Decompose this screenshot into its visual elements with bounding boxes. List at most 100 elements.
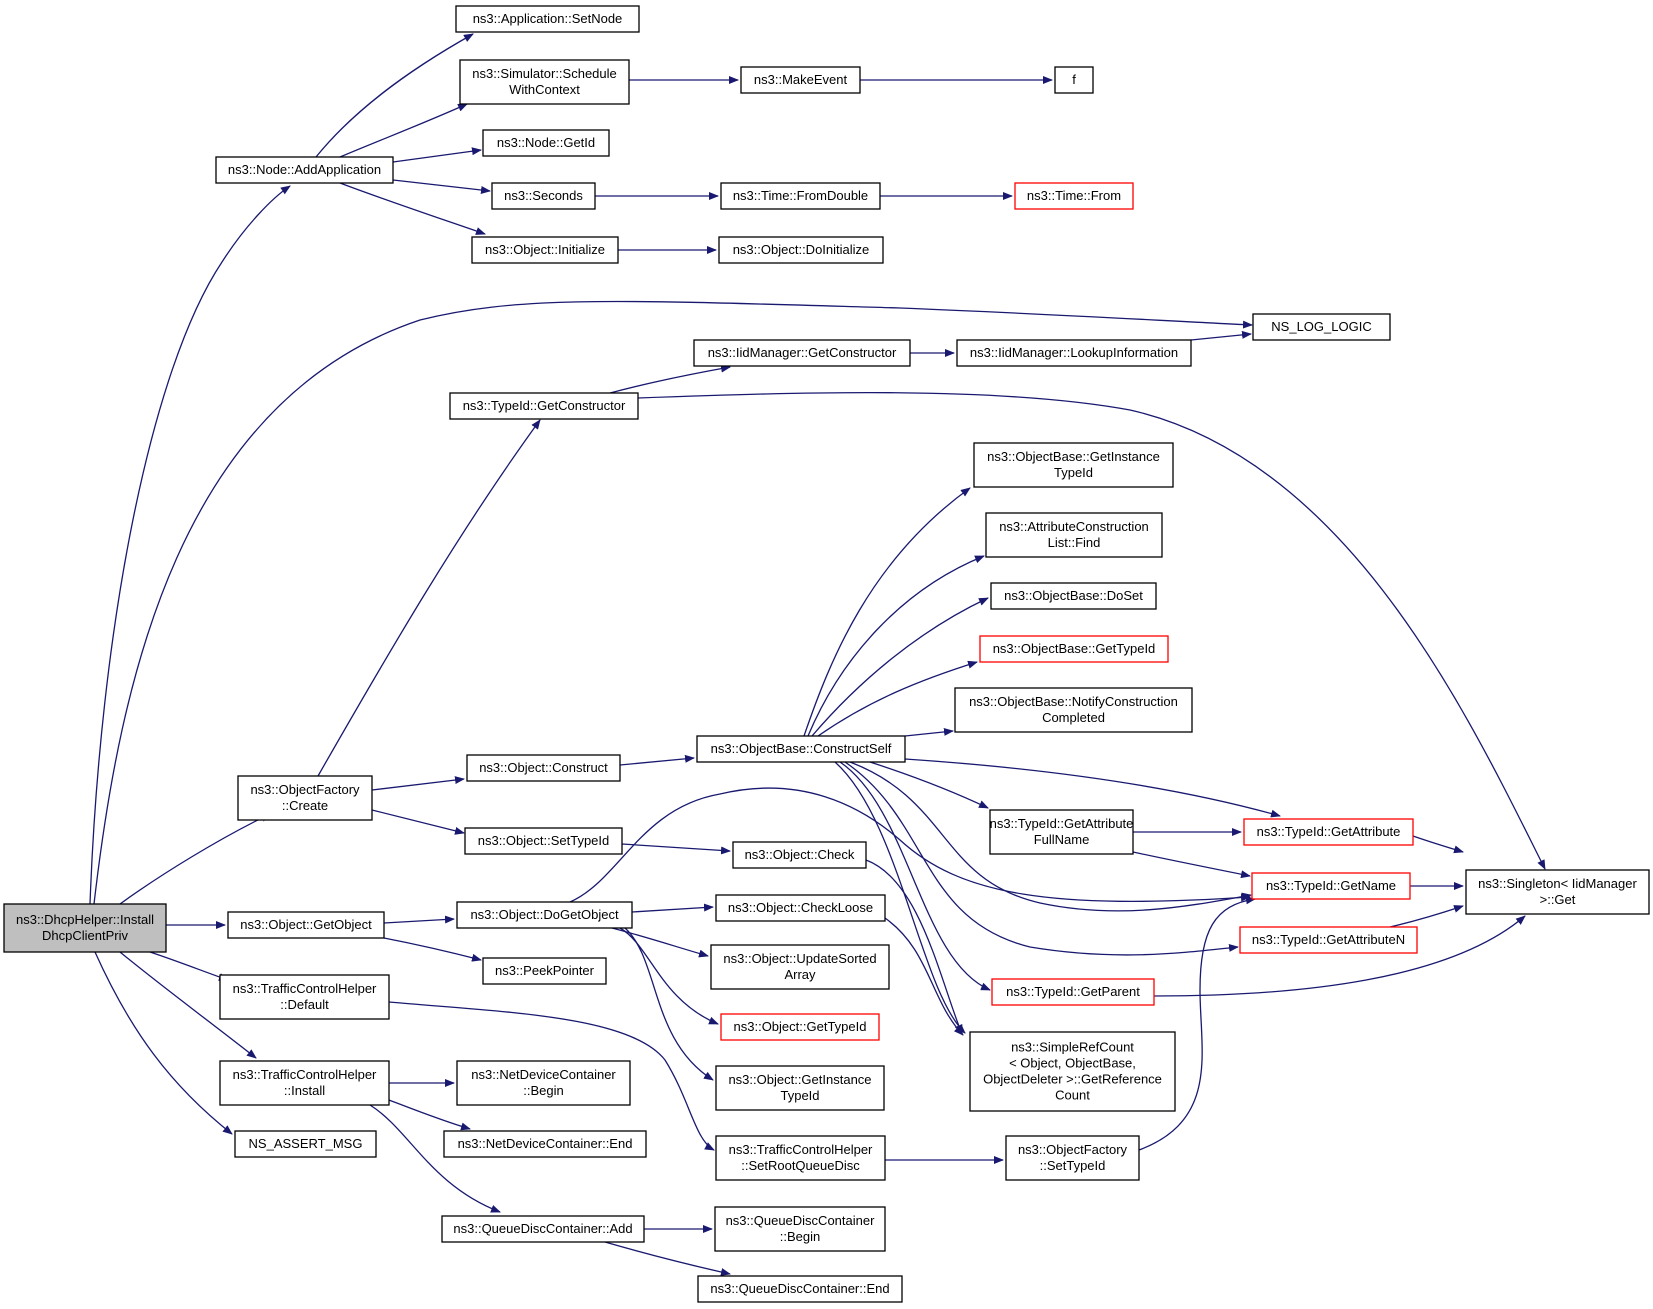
- node-label-line: ns3::TypeId::GetAttribute: [1257, 824, 1401, 839]
- edge-layer: [89, 33, 1546, 1276]
- node-notify[interactable]: ns3::ObjectBase::NotifyConstructionCompl…: [954, 687, 1193, 733]
- node-setnode[interactable]: ns3::Application::SetNode: [455, 5, 640, 33]
- node-dogetobject[interactable]: ns3::Object::DoGetObject: [456, 901, 633, 929]
- node-label-line: ns3::QueueDiscContainer: [726, 1213, 876, 1228]
- node-label-line: ::Begin: [523, 1083, 563, 1098]
- node-check[interactable]: ns3::Object::Check: [732, 841, 867, 869]
- node-iidgetctor[interactable]: ns3::IidManager::GetConstructor: [693, 339, 911, 367]
- node-typeidgetctor[interactable]: ns3::TypeId::GetConstructor: [449, 392, 639, 420]
- node-getparent[interactable]: ns3::TypeId::GetParent: [991, 978, 1155, 1006]
- edge-constructself-to-attrfullname: [869, 761, 989, 809]
- node-label-line: ns3::MakeEvent: [754, 72, 848, 87]
- node-qdcbegin[interactable]: ns3::QueueDiscContainer::Begin: [714, 1206, 886, 1252]
- node-qdcadd[interactable]: ns3::QueueDiscContainer::Add: [441, 1215, 645, 1243]
- node-box: [466, 754, 621, 782]
- node-label-line: ::Create: [282, 798, 328, 813]
- node-ndcbegin[interactable]: ns3::NetDeviceContainer::Begin: [456, 1060, 631, 1106]
- node-label-line: Completed: [1042, 710, 1105, 725]
- node-box: [482, 129, 610, 157]
- node-ofsettypeid[interactable]: ns3::ObjectFactory::SetTypeId: [1005, 1135, 1140, 1181]
- node-peekpointer[interactable]: ns3::PeekPointer: [482, 957, 607, 985]
- node-label-line: DhcpClientPriv: [42, 928, 128, 943]
- node-obgettypeid[interactable]: ns3::ObjectBase::GetTypeId: [979, 635, 1169, 663]
- edge-constructself-to-simplerefcount: [834, 761, 966, 1034]
- node-simplerefcount[interactable]: ns3::SimpleRefCount< Object, ObjectBase,…: [969, 1031, 1176, 1112]
- node-label-line: Count: [1055, 1088, 1090, 1103]
- node-label-line: ns3::ObjectBase::NotifyConstruction: [969, 694, 1178, 709]
- node-doinitialize[interactable]: ns3::Object::DoInitialize: [718, 236, 884, 264]
- edge-qdcadd-to-qdcend: [604, 1241, 731, 1276]
- node-getid[interactable]: ns3::Node::GetId: [482, 129, 610, 157]
- node-tchdefault[interactable]: ns3::TrafficControlHelper::Default: [219, 974, 390, 1020]
- node-factorycreate[interactable]: ns3::ObjectFactory::Create: [237, 775, 373, 821]
- node-label-line: ns3::TypeId::GetParent: [1006, 984, 1140, 999]
- node-label-line: ns3::QueueDiscContainer::End: [710, 1281, 889, 1296]
- node-label-line: ns3::Object::Check: [745, 847, 855, 862]
- edge-dogetobject-to-getname: [569, 787, 1251, 903]
- node-box: [234, 1130, 377, 1158]
- node-box: [219, 1060, 390, 1106]
- node-addapp[interactable]: ns3::Node::AddApplication: [215, 156, 394, 184]
- node-singleton[interactable]: ns3::Singleton< IidManager>::Get: [1465, 869, 1650, 915]
- node-makeevent[interactable]: ns3::MakeEvent: [740, 66, 861, 94]
- node-nsassert[interactable]: NS_ASSERT_MSG: [234, 1130, 377, 1158]
- node-qdcend[interactable]: ns3::QueueDiscContainer::End: [697, 1275, 903, 1303]
- node-label-line: TypeId: [780, 1088, 819, 1103]
- node-nslog[interactable]: NS_LOG_LOGIC: [1252, 313, 1391, 341]
- node-label-line: f: [1072, 72, 1076, 87]
- node-getname[interactable]: ns3::TypeId::GetName: [1251, 872, 1411, 900]
- edge-getattribute-to-singleton: [1412, 835, 1464, 854]
- node-box: [732, 841, 867, 869]
- node-initialize[interactable]: ns3::Object::Initialize: [471, 236, 619, 264]
- node-getobject[interactable]: ns3::Object::GetObject: [227, 911, 385, 939]
- node-checkloose[interactable]: ns3::Object::CheckLoose: [715, 894, 886, 922]
- node-label-line: ns3::PeekPointer: [495, 963, 595, 978]
- node-label-line: FullName: [1034, 832, 1090, 847]
- node-constructself[interactable]: ns3::ObjectBase::ConstructSelf: [696, 735, 906, 763]
- node-box: [237, 775, 373, 821]
- node-fromdouble[interactable]: ns3::Time::FromDouble: [720, 182, 881, 210]
- edge-constructself-to-attrfind: [807, 555, 985, 737]
- node-label-line: ns3::Singleton< IidManager: [1478, 876, 1637, 891]
- node-box: [1243, 818, 1414, 846]
- node-ndcend[interactable]: ns3::NetDeviceContainer::End: [443, 1130, 647, 1158]
- edge-root-to-nsassert: [94, 951, 233, 1135]
- node-label-line: ns3::SimpleRefCount: [1011, 1040, 1134, 1055]
- node-setrootqd[interactable]: ns3::TrafficControlHelper::SetRootQueueD…: [715, 1135, 886, 1181]
- edge-settypeid-to-check: [621, 843, 731, 855]
- node-label-line: ::SetTypeId: [1040, 1158, 1106, 1173]
- edge-constructself-to-getattribute: [904, 758, 1281, 818]
- node-tchinstall[interactable]: ns3::TrafficControlHelper::Install: [219, 1060, 390, 1106]
- edge-addapp-to-initialize: [339, 182, 486, 235]
- node-construct[interactable]: ns3::Object::Construct: [466, 754, 621, 782]
- node-f[interactable]: f: [1054, 66, 1094, 94]
- node-label-line: ns3::Simulator::Schedule: [472, 66, 617, 81]
- edge-check-to-simplerefcount: [865, 859, 963, 1035]
- node-lookup[interactable]: ns3::IidManager::LookupInformation: [956, 339, 1192, 367]
- node-label-line: ns3::ObjectBase::DoSet: [1004, 588, 1143, 603]
- node-objgettypeid[interactable]: ns3::Object::GetTypeId: [720, 1013, 880, 1041]
- node-getattribute[interactable]: ns3::TypeId::GetAttribute: [1243, 818, 1414, 846]
- node-box: [1252, 313, 1391, 341]
- edge-factorycreate-to-settypeid: [371, 809, 465, 835]
- node-label-line: ns3::ObjectBase::GetInstance: [987, 449, 1160, 464]
- node-box: [696, 735, 906, 763]
- node-settypeid[interactable]: ns3::Object::SetTypeId: [464, 827, 623, 855]
- node-label-line: ns3::Time::From: [1027, 188, 1121, 203]
- node-timefrom[interactable]: ns3::Time::From: [1014, 182, 1134, 210]
- node-seconds[interactable]: ns3::Seconds: [491, 182, 596, 210]
- node-getattributen[interactable]: ns3::TypeId::GetAttributeN: [1239, 926, 1418, 954]
- edge-constructself-to-getparent: [839, 761, 991, 991]
- edge-lookup-to-nslog: [1190, 330, 1252, 341]
- edge-tchinstall-to-qdcadd: [369, 1104, 501, 1213]
- node-label-line: ns3::Object::DoGetObject: [470, 907, 619, 922]
- node-doset[interactable]: ns3::ObjectBase::DoSet: [990, 582, 1157, 610]
- node-box: [969, 1031, 1176, 1112]
